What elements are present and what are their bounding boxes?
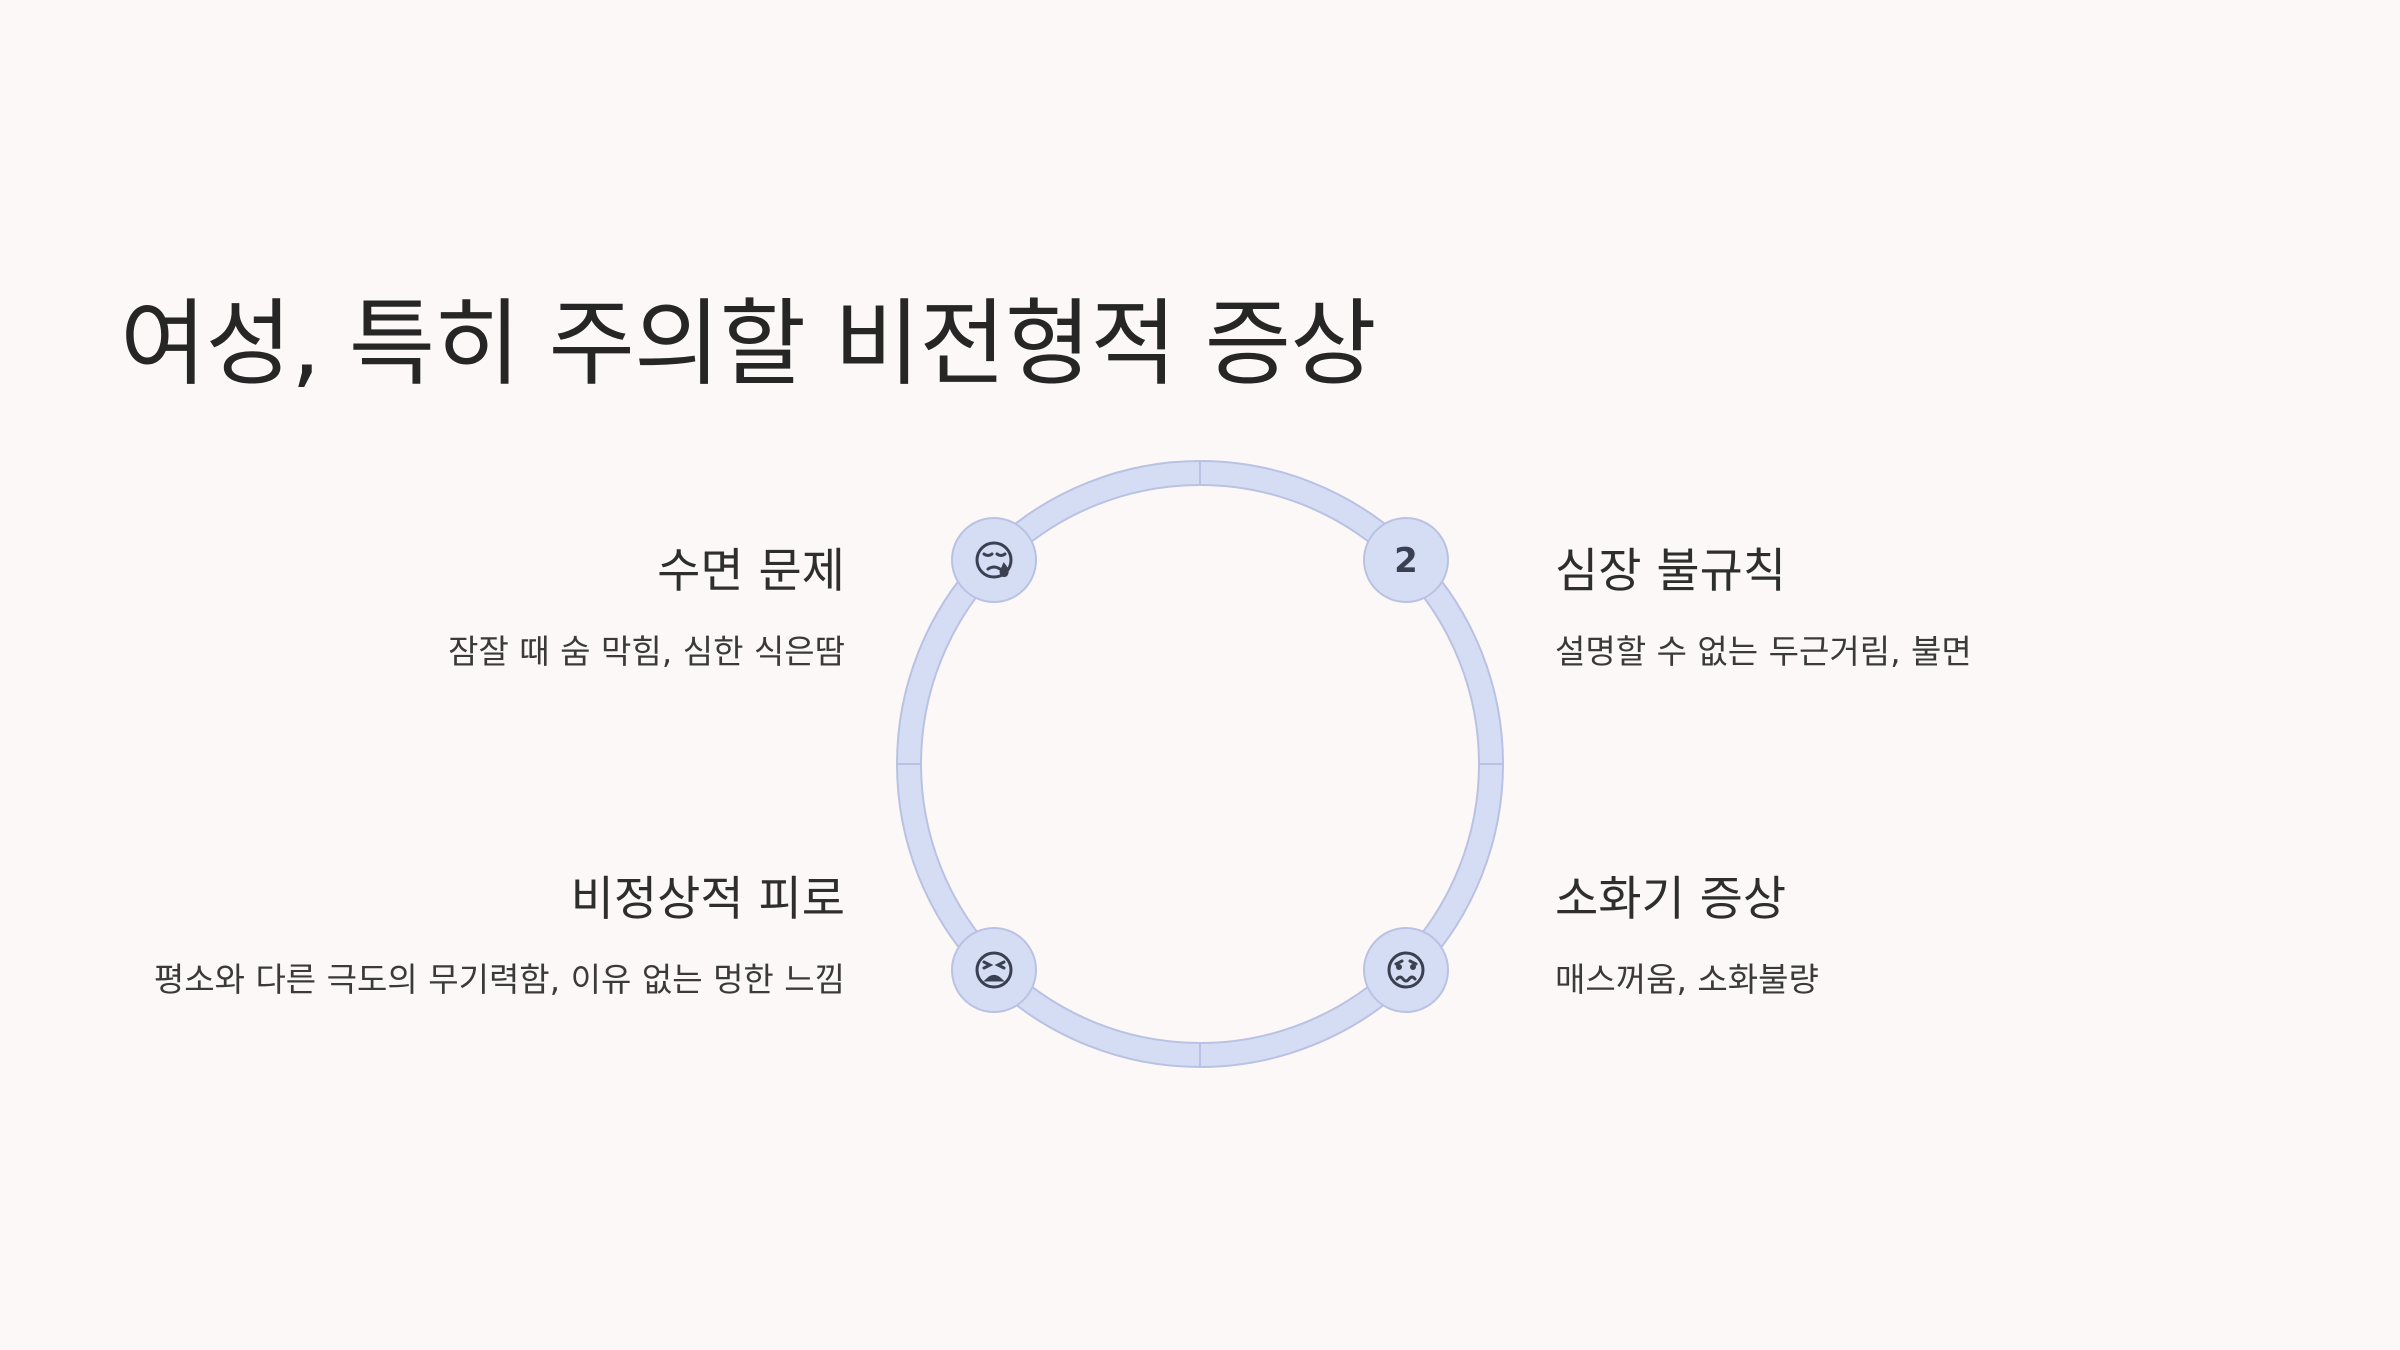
item-description: 잠잘 때 숨 막힘, 심한 식은땀 [448,632,845,671]
item-heading: 소화기 증상 [1555,872,1787,927]
item-description: 평소와 다른 극도의 무기력함, 이유 없는 멍한 느낌 [153,960,845,999]
item-description: 매스꺼움, 소화불량 [1555,960,1819,999]
weary-face-icon [975,951,1013,989]
item-heading: 비정상적 피로 [570,872,845,927]
item-description: 설명할 수 없는 두근거림, 불면 [1555,632,1972,671]
item-heart: 심장 불규칙 설명할 수 없는 두근거림, 불면 [1555,532,2315,673]
page-title: 여성, 특히 주의할 비전형적 증상 [120,290,1377,399]
item-digestive: 소화기 증상 매스꺼움, 소화불량 [1555,860,2315,1001]
node-fatigue [951,927,1037,1013]
node-digestive [1363,927,1449,1013]
item-sleep: 수면 문제 잠잘 때 숨 막힘, 심한 식은땀 [85,532,845,673]
node-sleep [951,517,1037,603]
item-heading: 수면 문제 [657,544,845,599]
step-number: 2 [1394,541,1418,581]
sleepy-face-icon [975,541,1013,579]
nauseated-face-icon [1387,951,1425,989]
item-fatigue: 비정상적 피로 평소와 다른 극도의 무기력함, 이유 없는 멍한 느낌 [85,860,845,1001]
node-heart: 2 [1363,517,1449,603]
item-heading: 심장 불규칙 [1555,544,1787,599]
